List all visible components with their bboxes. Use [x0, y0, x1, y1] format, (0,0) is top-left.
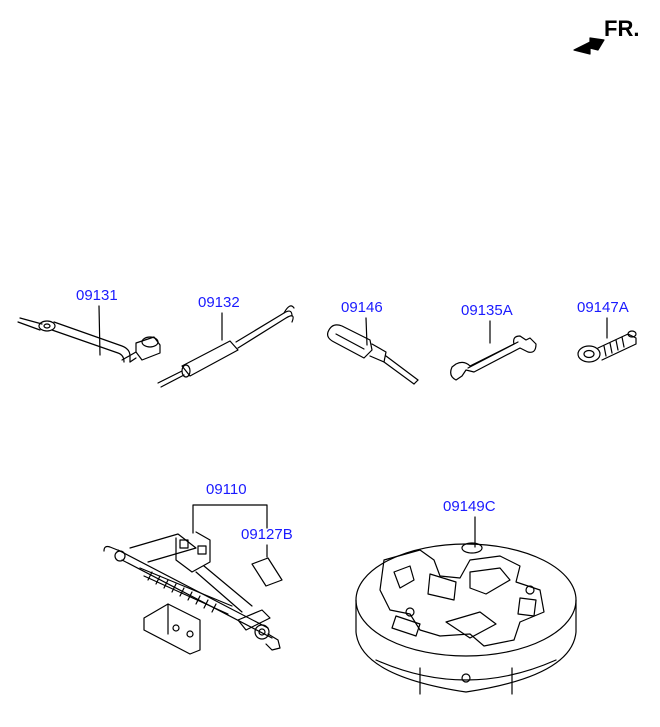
- part-label-09135a[interactable]: 09135A: [461, 302, 513, 319]
- part-label-09127b[interactable]: 09127B: [241, 526, 293, 543]
- part-label-09131[interactable]: 09131: [76, 287, 118, 304]
- part-label-09132[interactable]: 09132: [198, 294, 240, 311]
- screwdriver-icon: [327, 324, 419, 385]
- part-label-09110[interactable]: 09110: [206, 481, 247, 498]
- lug-wrench-icon: [17, 317, 161, 363]
- open-end-wrench-icon: [450, 335, 537, 381]
- scissor-jack-icon: [103, 531, 281, 655]
- orientation-label: FR.: [604, 16, 640, 41]
- jack-handle-icon: [157, 305, 295, 388]
- towing-hook-icon: [577, 330, 637, 363]
- part-label-09149c[interactable]: 09149C: [443, 498, 496, 515]
- leader-lines: [98, 305, 608, 558]
- jack-label-sticker-icon: [251, 557, 283, 587]
- part-label-09146[interactable]: 09146: [341, 299, 383, 316]
- tool-tray-case-icon: [355, 542, 577, 695]
- part-label-09147a[interactable]: 09147A: [577, 299, 629, 316]
- forward-arrow-icon: [573, 37, 605, 55]
